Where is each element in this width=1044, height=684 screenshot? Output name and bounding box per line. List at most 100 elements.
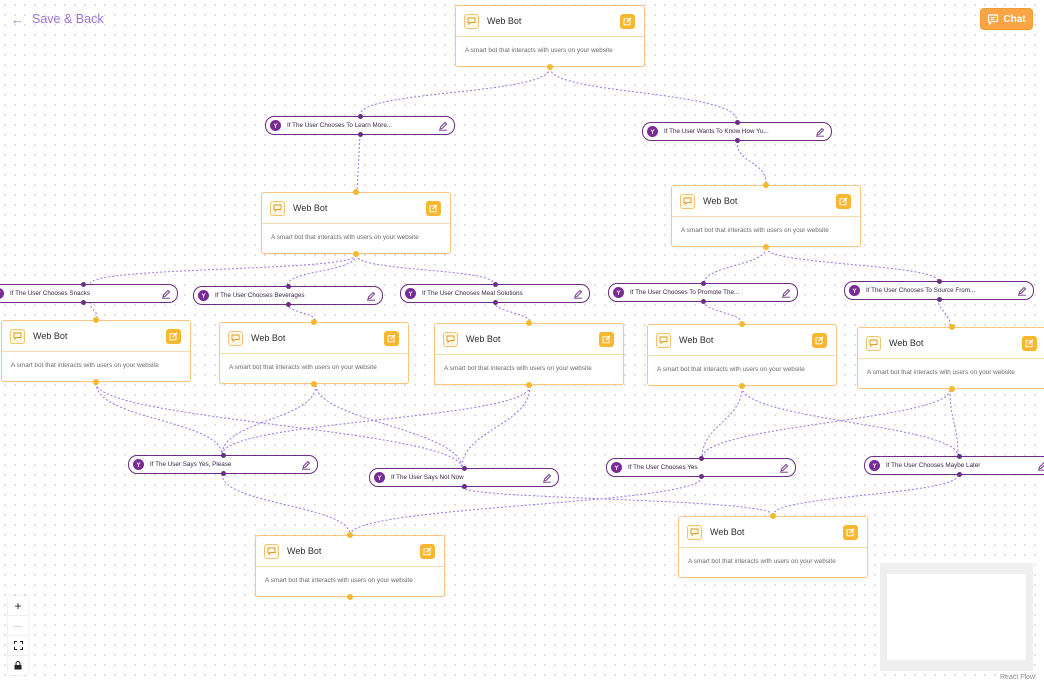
- zoom-out-button[interactable]: —: [8, 616, 28, 636]
- edit-pen-icon[interactable]: [301, 460, 311, 470]
- condition-handle-bottom[interactable]: [700, 299, 706, 304]
- condition-handle-top[interactable]: [936, 279, 942, 284]
- edge: [95, 382, 223, 456]
- condition-handle-top[interactable]: [285, 284, 291, 289]
- condition-node[interactable]: If The User Wants To Know How Yu...: [642, 120, 832, 143]
- node-handle-top[interactable]: [770, 513, 776, 519]
- condition-handle-top[interactable]: [956, 454, 962, 459]
- bot-node[interactable]: Web Bot A smart bot that interacts with …: [219, 319, 409, 387]
- condition-handle-bottom[interactable]: [956, 472, 962, 477]
- node-handle-top[interactable]: [739, 321, 745, 327]
- node-handle-top[interactable]: [347, 532, 353, 538]
- node-handle-top[interactable]: [763, 182, 769, 188]
- condition-handle-bottom[interactable]: [936, 297, 942, 302]
- condition-handle-top[interactable]: [80, 282, 86, 287]
- edit-pen-icon[interactable]: [1037, 461, 1044, 471]
- bot-node[interactable]: Web Bot A smart bot that interacts with …: [261, 189, 451, 257]
- condition-handle-top[interactable]: [700, 281, 706, 286]
- condition-handle-bottom[interactable]: [698, 474, 704, 479]
- bot-node[interactable]: Web Bot A smart bot that interacts with …: [678, 513, 868, 578]
- node-handle-top[interactable]: [93, 317, 99, 323]
- bot-node[interactable]: Web Bot A smart bot that interacts with …: [857, 324, 1044, 392]
- node-handle-bottom[interactable]: [311, 381, 317, 387]
- condition-handle-bottom[interactable]: [80, 300, 86, 305]
- node-handle-top[interactable]: [353, 189, 359, 195]
- condition-node[interactable]: If The User Chooses To Learn More...: [265, 114, 455, 137]
- condition-node[interactable]: If The User Chooses Snacks: [0, 282, 178, 305]
- node-handle-top[interactable]: [526, 320, 532, 326]
- node-handle-bottom[interactable]: [93, 379, 99, 385]
- condition-node[interactable]: If The User Says Yes, Please: [128, 453, 318, 476]
- condition-handle-bottom[interactable]: [734, 138, 740, 143]
- condition-handle-top[interactable]: [357, 114, 363, 119]
- node-handle-bottom[interactable]: [763, 244, 769, 250]
- edit-icon[interactable]: [1022, 336, 1037, 351]
- edit-pen-icon[interactable]: [815, 127, 825, 137]
- edit-icon[interactable]: [620, 14, 635, 29]
- chat-button[interactable]: Chat: [980, 8, 1033, 30]
- bot-node[interactable]: Web Bot A smart bot that interacts with …: [1, 317, 191, 385]
- node-handle-bottom[interactable]: [739, 383, 745, 389]
- minimap[interactable]: [880, 563, 1033, 671]
- edit-pen-icon[interactable]: [366, 291, 376, 301]
- edge: [703, 300, 743, 324]
- condition-node[interactable]: If The User Chooses Meal Solutions: [400, 282, 590, 305]
- edit-pen-icon[interactable]: [542, 473, 552, 483]
- bot-node[interactable]: Web Bot A smart bot that interacts with …: [671, 182, 861, 250]
- condition-node[interactable]: If The User Chooses Yes: [606, 456, 796, 479]
- condition-handle-top[interactable]: [492, 282, 498, 287]
- bot-node[interactable]: Web Bot A smart bot that interacts with …: [455, 5, 645, 70]
- bot-node[interactable]: Web Bot A smart bot that interacts with …: [255, 532, 445, 600]
- edit-icon[interactable]: [599, 332, 614, 347]
- edit-pen-icon[interactable]: [161, 289, 171, 299]
- node-handle-bottom[interactable]: [526, 382, 532, 388]
- edit-pen-icon[interactable]: [438, 121, 448, 131]
- edit-icon[interactable]: [812, 333, 827, 348]
- condition-handle-bottom[interactable]: [285, 302, 291, 307]
- condition-node[interactable]: If The User Chooses Maybe Later: [864, 454, 1044, 477]
- condition-icon: [613, 287, 624, 298]
- condition-icon: [270, 120, 281, 131]
- edit-icon[interactable]: [843, 525, 858, 540]
- edit-pen-icon[interactable]: [781, 288, 791, 298]
- condition-handle-bottom[interactable]: [220, 471, 226, 476]
- edit-icon[interactable]: [166, 329, 181, 344]
- condition-node[interactable]: If The User Says Not Now: [369, 466, 559, 489]
- edit-icon[interactable]: [836, 194, 851, 209]
- edge: [356, 134, 361, 192]
- condition-handle-bottom[interactable]: [357, 132, 363, 137]
- edit-pen-icon[interactable]: [573, 289, 583, 299]
- condition-node[interactable]: If The User Chooses To Promote The...: [608, 281, 798, 304]
- zoom-in-button[interactable]: +: [8, 596, 28, 616]
- node-handle-bottom[interactable]: [347, 594, 353, 600]
- node-handle-bottom[interactable]: [353, 251, 359, 257]
- edit-icon[interactable]: [420, 544, 435, 559]
- edge: [359, 67, 551, 116]
- node-handle-top[interactable]: [311, 319, 317, 325]
- node-title: Web Bot: [466, 334, 501, 344]
- bot-node[interactable]: Web Bot A smart bot that interacts with …: [647, 321, 837, 389]
- condition-node[interactable]: If The User Chooses To Source From...: [844, 279, 1034, 302]
- save-back-button[interactable]: ← Save & Back: [11, 12, 104, 26]
- edit-icon[interactable]: [384, 331, 399, 346]
- condition-handle-top[interactable]: [461, 466, 467, 471]
- condition-node[interactable]: If The User Chooses Beverages: [193, 284, 383, 307]
- edit-pen-icon[interactable]: [1017, 286, 1027, 296]
- condition-label: If The User Says Not Now: [391, 474, 464, 481]
- condition-handle-bottom[interactable]: [461, 484, 467, 489]
- node-handle-top[interactable]: [949, 324, 955, 330]
- condition-handle-top[interactable]: [220, 453, 226, 458]
- fit-view-button[interactable]: [8, 636, 28, 656]
- edit-icon[interactable]: [426, 201, 441, 216]
- attribution[interactable]: React Flow: [1000, 674, 1036, 681]
- condition-handle-bottom[interactable]: [492, 300, 498, 305]
- edit-pen-icon[interactable]: [779, 463, 789, 473]
- condition-handle-top[interactable]: [734, 120, 740, 125]
- node-title: Web Bot: [33, 331, 68, 341]
- lock-button[interactable]: [8, 656, 28, 675]
- node-handle-bottom[interactable]: [547, 64, 553, 70]
- condition-handle-top[interactable]: [698, 456, 704, 461]
- node-handle-bottom[interactable]: [949, 386, 955, 392]
- bot-node[interactable]: Web Bot A smart bot that interacts with …: [434, 320, 624, 388]
- edge: [221, 473, 351, 536]
